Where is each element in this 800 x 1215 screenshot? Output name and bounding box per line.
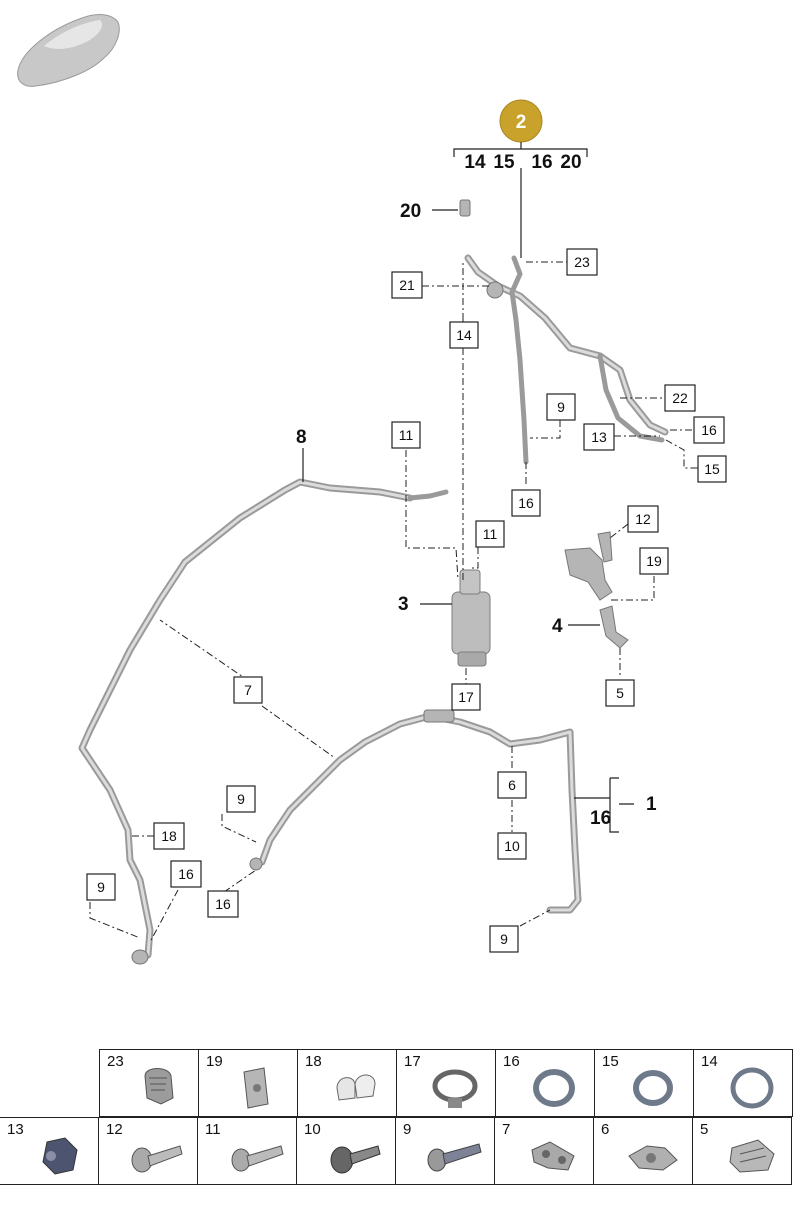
part-cell-6[interactable]: 6 — [593, 1117, 693, 1185]
callout-13[interactable]: 13 — [583, 423, 615, 451]
label-3: 3 — [398, 594, 409, 615]
callout-11-lower[interactable]: 11 — [475, 520, 505, 548]
callout-6[interactable]: 6 — [497, 771, 527, 799]
part-cell-12[interactable]: 12 — [98, 1117, 198, 1185]
part-cell-13[interactable]: 13 — [0, 1117, 99, 1185]
svg-text:14: 14 — [464, 152, 486, 173]
parts-table: 23 19 18 17 16 15 14 13 — [0, 1049, 800, 1190]
svg-text:16: 16 — [518, 495, 534, 511]
svg-text:18: 18 — [161, 828, 177, 844]
callout-16-mid[interactable]: 16 — [511, 489, 541, 517]
callout-17[interactable]: 17 — [451, 683, 481, 711]
part-cell-15[interactable]: 15 — [594, 1049, 694, 1117]
parts-row-top: 23 19 18 17 16 15 14 — [99, 1049, 793, 1117]
callout-9-left-mid[interactable]: 9 — [226, 785, 256, 813]
part-cell-7[interactable]: 7 — [494, 1117, 594, 1185]
group-members: 14 15 16 20 — [464, 152, 581, 173]
callouts: 23 21 14 22 9 16 13 15 11 16 11 12 19 5 … — [86, 248, 727, 953]
callout-18[interactable]: 18 — [153, 822, 185, 850]
svg-text:19: 19 — [646, 553, 662, 569]
svg-text:16: 16 — [701, 422, 717, 438]
part-cell-10[interactable]: 10 — [296, 1117, 396, 1185]
callout-15[interactable]: 15 — [697, 455, 727, 483]
part-cell-16[interactable]: 16 — [495, 1049, 595, 1117]
svg-text:11: 11 — [399, 427, 414, 443]
svg-text:9: 9 — [237, 791, 245, 807]
callout-9-upper[interactable]: 9 — [546, 393, 576, 421]
hex-socket-screw-icon — [427, 1143, 482, 1172]
callout-9-bottom[interactable]: 9 — [489, 925, 519, 953]
multi-clip-icon — [729, 1139, 775, 1173]
svg-text:15: 15 — [704, 461, 720, 477]
svg-text:9: 9 — [97, 879, 105, 895]
svg-text:7: 7 — [244, 682, 252, 698]
label-8: 8 — [296, 427, 307, 448]
part-cell-18[interactable]: 18 — [297, 1049, 397, 1117]
clip-icon — [144, 1068, 174, 1105]
callout-21[interactable]: 21 — [391, 271, 423, 299]
o-ring-icon — [533, 1069, 575, 1107]
callout-16-right[interactable]: 16 — [693, 416, 725, 444]
svg-text:16: 16 — [178, 866, 194, 882]
svg-text:22: 22 — [672, 390, 688, 406]
callout-22[interactable]: 22 — [664, 384, 696, 412]
label-4: 4 — [552, 616, 563, 637]
callout-16-left[interactable]: 16 — [170, 860, 202, 888]
svg-text:6: 6 — [508, 777, 516, 793]
flange-screw-icon — [330, 1145, 381, 1174]
svg-text:23: 23 — [574, 254, 590, 270]
callout-11-upper[interactable]: 11 — [391, 421, 421, 449]
o-ring-icon — [730, 1067, 774, 1109]
pipe-bracket-icon — [628, 1145, 678, 1171]
svg-text:15: 15 — [493, 152, 515, 173]
callout-5[interactable]: 5 — [605, 679, 635, 707]
callout-12[interactable]: 12 — [627, 505, 659, 533]
refrigerant-lines — [78, 199, 669, 965]
label-20: 20 — [400, 201, 421, 222]
label-1: 1 — [646, 794, 657, 815]
callout-16-lower[interactable]: 16 — [207, 890, 239, 918]
callout-23[interactable]: 23 — [566, 248, 598, 276]
bracket-clip-icon — [243, 1067, 269, 1109]
part-cell-14[interactable]: 14 — [693, 1049, 793, 1117]
svg-text:16: 16 — [531, 152, 552, 173]
label-16: 16 — [590, 808, 611, 829]
callout-7[interactable]: 7 — [233, 676, 263, 704]
double-pipe-holder-icon — [531, 1141, 575, 1171]
callout-10[interactable]: 10 — [497, 832, 527, 860]
svg-text:14: 14 — [456, 327, 472, 343]
part-cell-5[interactable]: 5 — [692, 1117, 792, 1185]
bolt-icon — [231, 1145, 284, 1172]
pipe-holder-icon — [336, 1074, 376, 1101]
callout-9-left-low[interactable]: 9 — [86, 873, 116, 901]
flange-bolt-icon — [131, 1145, 183, 1173]
exploded-parts-diagram: 2 14 15 16 20 — [17, 14, 727, 965]
callout-14[interactable]: 14 — [449, 321, 479, 349]
svg-text:21: 21 — [399, 277, 415, 293]
part-cell-19[interactable]: 19 — [198, 1049, 298, 1117]
assembly-badge[interactable]: 2 — [499, 99, 543, 143]
svg-text:16: 16 — [215, 896, 231, 912]
part-cell-17[interactable]: 17 — [396, 1049, 496, 1117]
hose-clamp-icon — [432, 1069, 478, 1108]
part-cell-23[interactable]: 23 — [99, 1049, 199, 1117]
part-cell-11[interactable]: 11 — [197, 1117, 297, 1185]
svg-text:12: 12 — [635, 511, 651, 527]
part-cell-9[interactable]: 9 — [395, 1117, 495, 1185]
svg-text:5: 5 — [616, 685, 624, 701]
svg-text:13: 13 — [591, 429, 607, 445]
hex-nut-icon — [42, 1137, 78, 1175]
o-ring-icon — [633, 1070, 673, 1106]
assembly-number: 2 — [516, 112, 527, 133]
parts-row-bottom: 13 12 11 10 9 7 6 5 — [0, 1117, 792, 1185]
svg-text:10: 10 — [504, 838, 520, 854]
svg-text:20: 20 — [560, 152, 581, 173]
car-silhouette-icon — [17, 14, 120, 87]
svg-text:9: 9 — [557, 399, 565, 415]
callout-19[interactable]: 19 — [639, 547, 669, 575]
svg-text:17: 17 — [458, 689, 474, 705]
svg-text:9: 9 — [500, 931, 508, 947]
svg-text:11: 11 — [483, 526, 498, 542]
